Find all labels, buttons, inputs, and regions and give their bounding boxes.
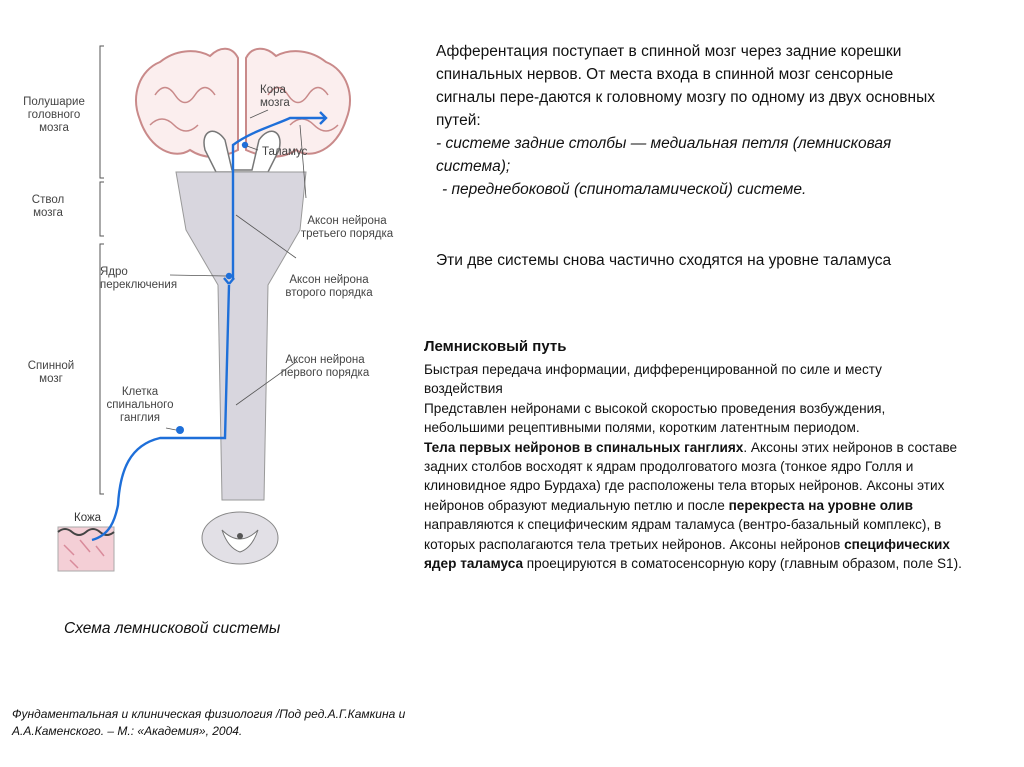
label-axon2: Аксон нейрона второго порядка bbox=[268, 274, 390, 300]
label-brainstem: Ствол мозга bbox=[18, 194, 78, 220]
intro-text: Афферентация поступает в спинной мозг че… bbox=[436, 40, 956, 201]
bold-decussation: перекреста на уровне олив bbox=[729, 498, 913, 513]
label-ganglion-cell: Клетка спинального ганглия bbox=[104, 386, 176, 425]
label-cortex: Кора мозга bbox=[260, 84, 290, 110]
lemniscal-p3: Тела первых нейронов в спинальных гангли… bbox=[424, 438, 964, 574]
label-skin: Кожа bbox=[74, 512, 101, 525]
lemniscal-p2: Представлен нейронами с высокой скорость… bbox=[424, 399, 964, 438]
lemniscal-body: Быстрая передача информации, дифференцир… bbox=[424, 360, 964, 573]
diagram-svg bbox=[0, 0, 420, 600]
lemniscal-title: Лемнисковый путь bbox=[424, 338, 566, 355]
reference: Фундаментальная и клиническая физиология… bbox=[12, 706, 432, 740]
figure-caption: Схема лемнисковой системы bbox=[64, 620, 280, 638]
thalamus-dot bbox=[242, 142, 248, 148]
lemniscal-p1: Быстрая передача информации, дифференцир… bbox=[424, 360, 964, 399]
label-axon3: Аксон нейрона третьего порядка bbox=[286, 215, 408, 241]
brain-hemispheres bbox=[136, 49, 350, 157]
label-spinal-cord: Спинной мозг bbox=[16, 360, 86, 386]
bold-ganglia: Тела первых нейронов в спинальных гангли… bbox=[424, 440, 743, 455]
lemniscal-diagram: Полушарие головного мозга Кора мозга Тал… bbox=[0, 0, 420, 600]
intro-paragraph: Афферентация поступает в спинной мозг че… bbox=[436, 40, 956, 132]
intro-item-lemniscal: - системе задние столбы — медиальная пет… bbox=[436, 132, 956, 178]
summary-text: Эти две системы снова частично сходятся … bbox=[436, 250, 956, 272]
ganglion-cell-dot bbox=[176, 426, 184, 434]
label-axon1: Аксон нейрона первого порядка bbox=[264, 354, 386, 380]
intro-item-spinothalamic: - переднебоковой (спиноталамической) сис… bbox=[436, 178, 956, 201]
label-thalamus: Таламус bbox=[262, 146, 307, 159]
spinal-cross-section bbox=[202, 512, 278, 564]
relay-nucleus-dot bbox=[226, 273, 232, 279]
label-relay: Ядро переключения bbox=[100, 266, 177, 292]
text-c: проецируются в соматосенсорную кору (гла… bbox=[523, 556, 962, 571]
label-hemisphere: Полушарие головного мозга bbox=[14, 96, 94, 135]
